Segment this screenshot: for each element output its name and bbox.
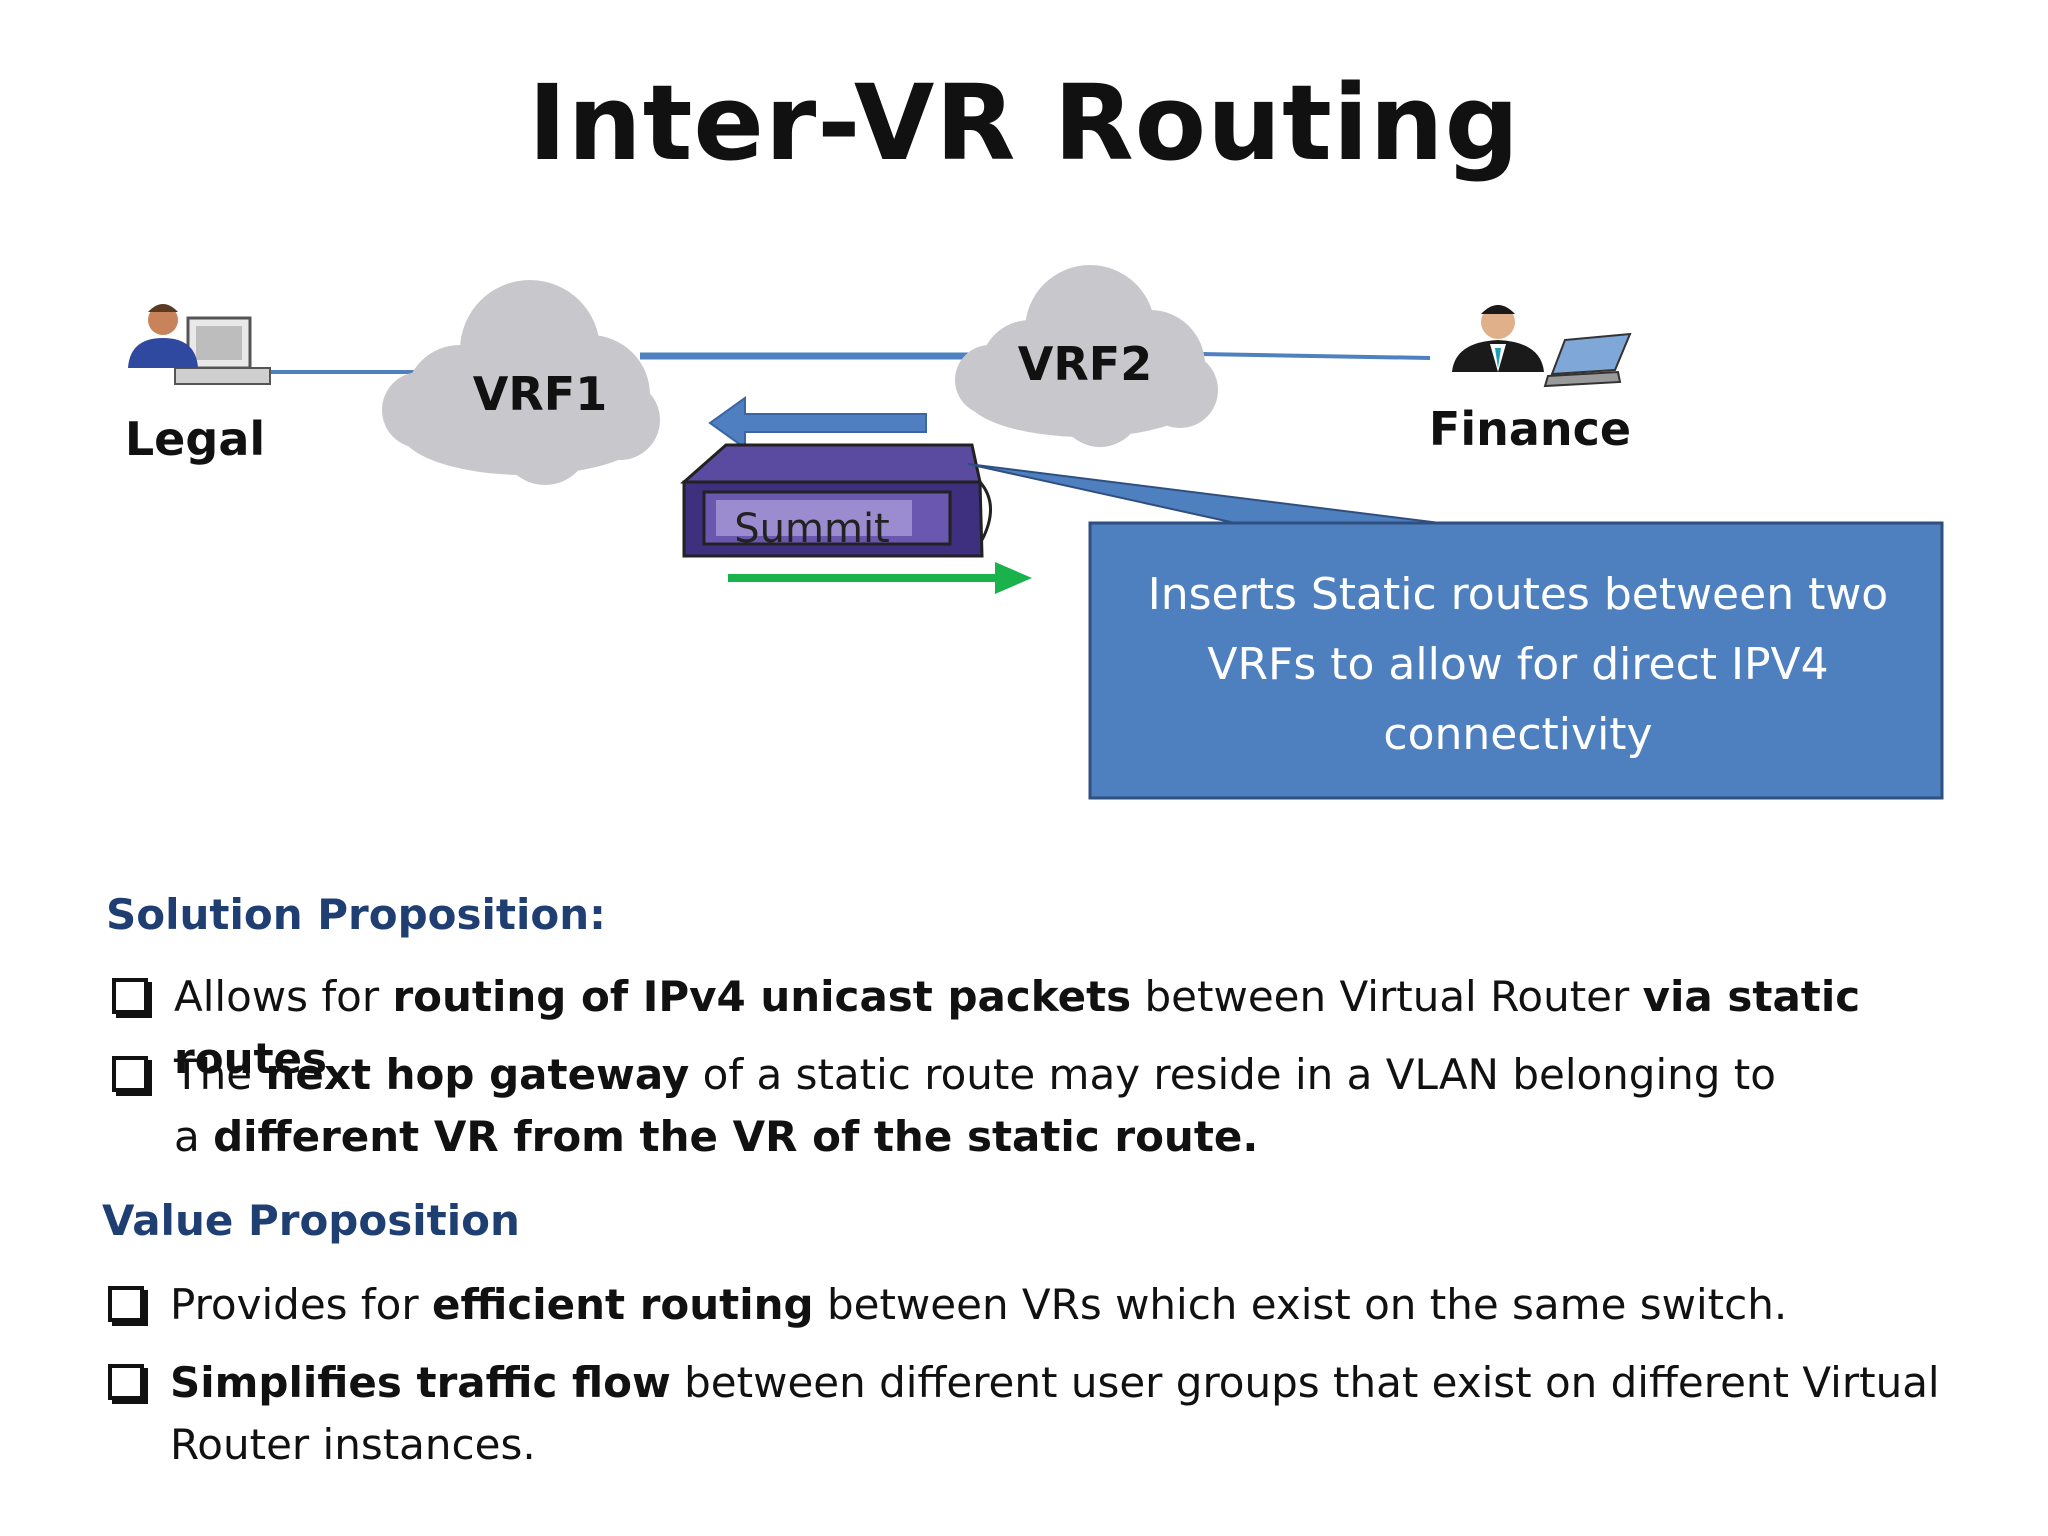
bold-span: via static routes [174,972,1861,1083]
text-span: between different user groups that exist… [170,1358,1940,1469]
checkbox-icon [112,978,148,1014]
vrf2-label: VRF2 [1018,337,1152,391]
text-span: between VRs which exist on the same swit… [813,1280,1788,1329]
solution-bullet-1: Allows for routing of IPv4 unicast packe… [112,966,1974,1090]
callout-pointer [967,463,1441,524]
value-heading: Value Proposition [102,1196,520,1245]
page-title: Inter-VR Routing [527,62,1521,184]
callout-box [1088,521,1944,800]
bold-span: next hop gateway [265,1050,690,1099]
text-span: Allows for [174,972,393,1021]
bold-span: routing of IPv4 unicast packets [392,972,1132,1021]
switch-label: Summit [734,506,889,552]
legal-user-icon [128,304,271,385]
checkbox-icon [108,1364,144,1400]
solution-bullet-2: The next hop gateway of a static route m… [112,1044,1814,1168]
vrf2-cloud-icon [955,265,1218,447]
bold-span: efficient routing [432,1280,814,1329]
text-span: of a static route may reside in a VLAN b… [174,1050,1776,1161]
link-vrf2-finance [1199,352,1431,360]
summit-switch-icon [680,443,992,558]
arrow-right-icon [728,562,1032,594]
vrf1-cloud-icon [382,280,660,485]
text-span: between Virtual Router [1131,972,1643,1021]
bold-span: Simplifies traffic flow [170,1358,671,1407]
text-span: The [174,1050,266,1099]
solution-heading: Solution Proposition: [106,890,606,939]
value-bullet-2: Simplifies traffic flow between differen… [108,1352,1970,1476]
value-bullet-1: Provides for efficient routing between V… [108,1274,1990,1336]
checkbox-icon [112,1056,148,1092]
vrf1-label: VRF1 [473,367,607,421]
finance-user-icon [1452,305,1632,388]
arrow-left-icon [708,396,927,450]
checkbox-icon [108,1286,144,1322]
finance-label: Finance [1429,402,1631,456]
callout-text: Inserts Static routes between two VRFs t… [1147,569,1889,760]
bold-span: different VR from the VR of the static r… [213,1112,1259,1161]
legal-label: Legal [125,412,265,466]
text-span: Provides for [170,1280,432,1329]
